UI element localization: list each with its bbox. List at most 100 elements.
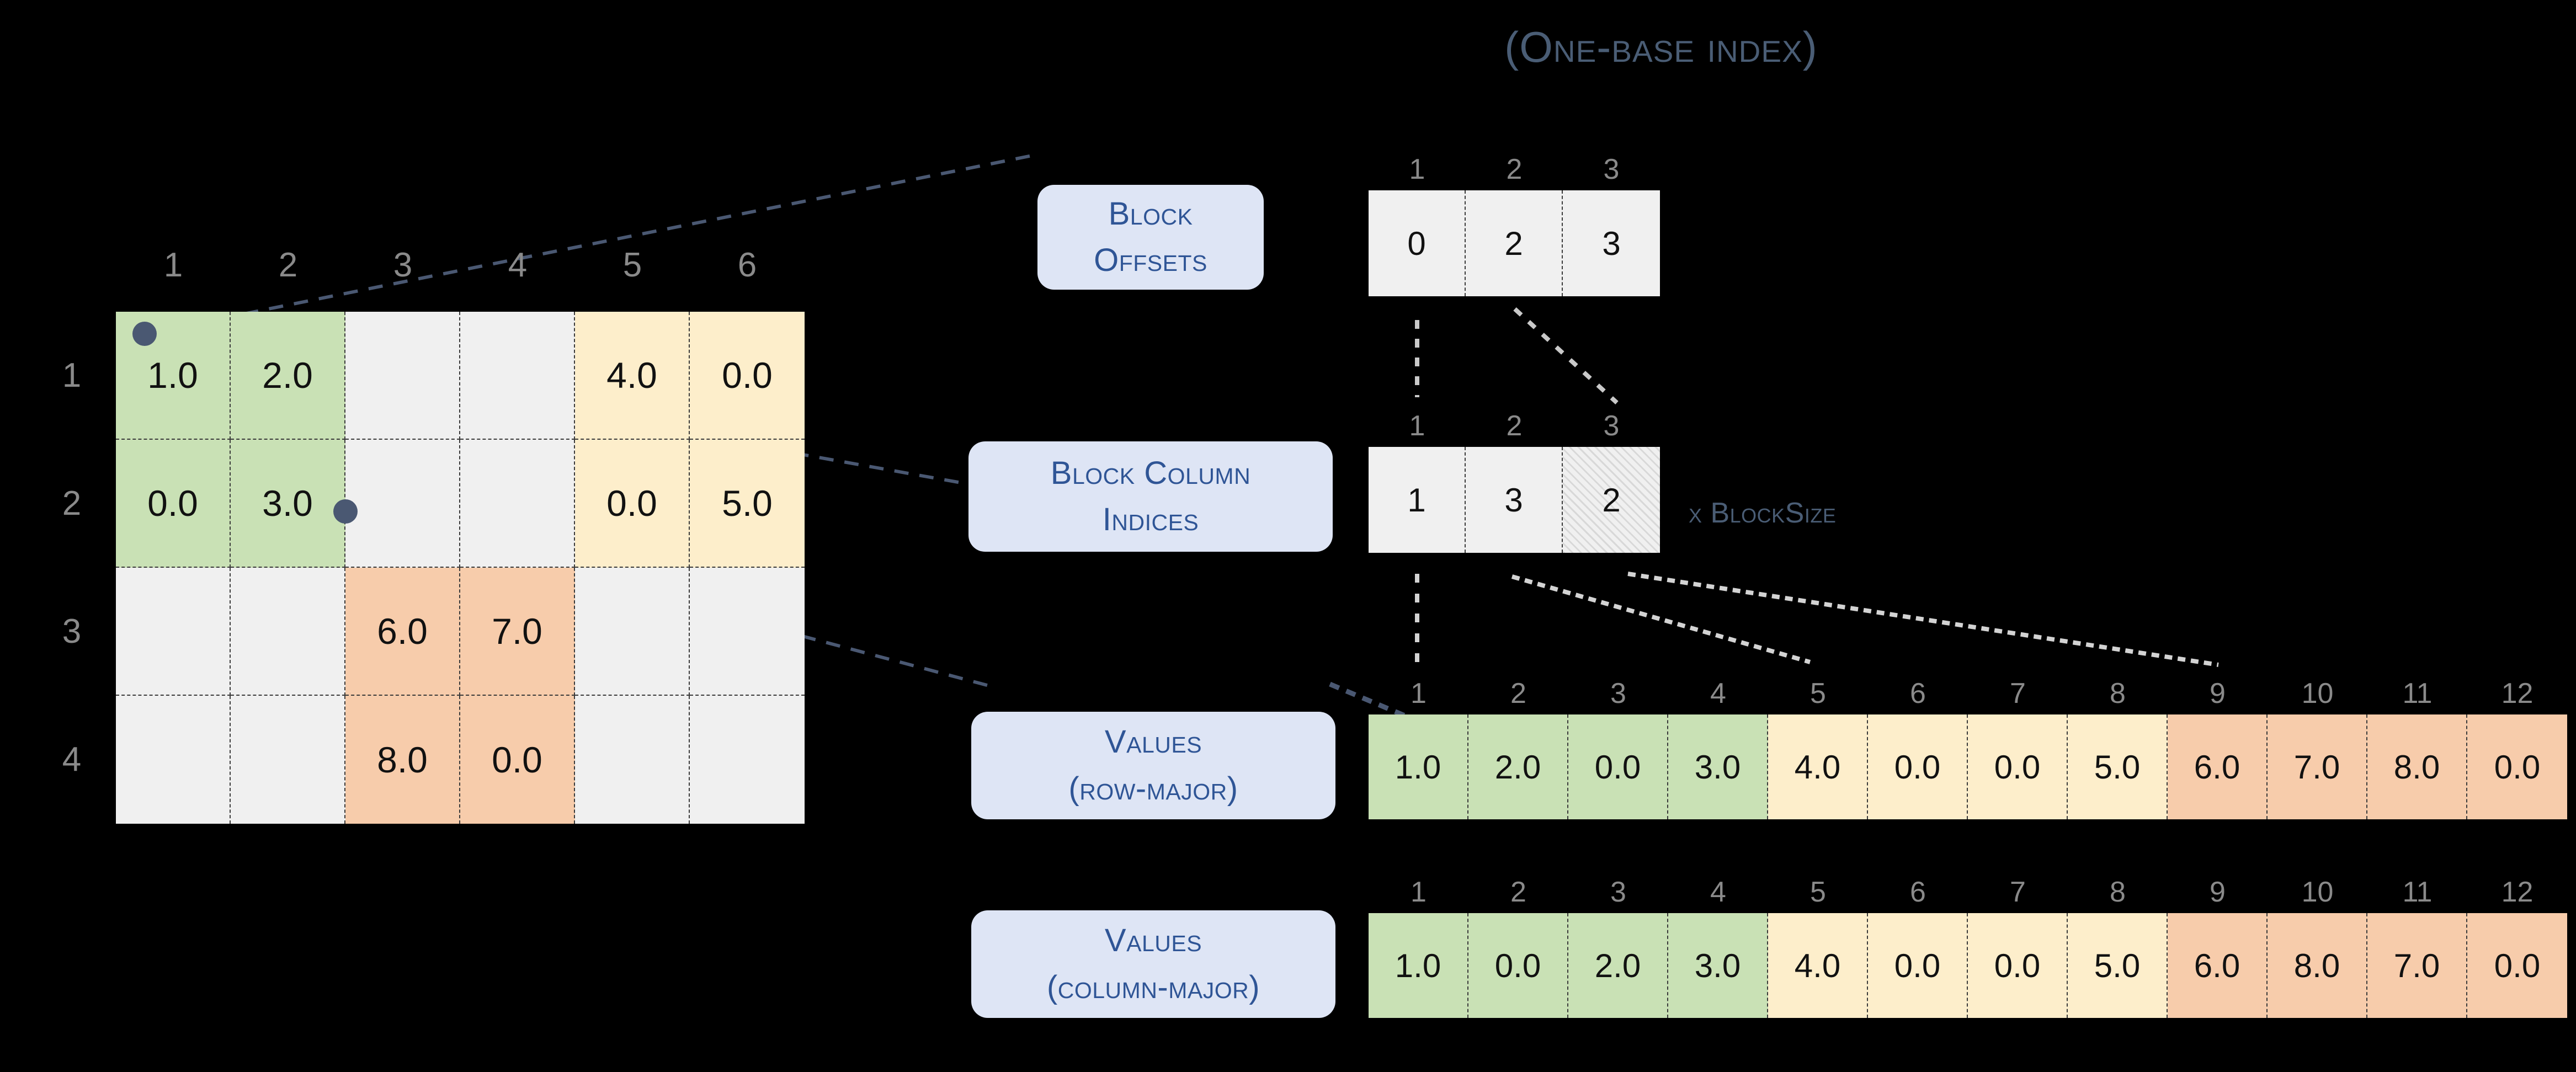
matrix-cell-r3-c1 <box>116 568 231 696</box>
matrix-cell-r3-c4: 7.0 <box>460 568 575 696</box>
values-column-major-cell-8: 5.0 <box>2068 913 2168 1018</box>
block-column-indices-header: 1 <box>1409 410 1425 442</box>
values-row-major-cell-1: 1.0 <box>1369 714 1468 819</box>
values-column-major-cell-6: 0.0 <box>1868 913 1968 1018</box>
matrix-cell-r1-c5: 4.0 <box>575 312 690 440</box>
marker-dot-block1 <box>132 322 157 346</box>
values-row-major-header: 6 <box>1910 678 1926 710</box>
values-column-major-cell-1: 1.0 <box>1369 913 1468 1018</box>
block-column-indices-cell-1: 1 <box>1369 447 1466 553</box>
values-column-major-header: 2 <box>1510 876 1526 908</box>
values-row-major-cell-6: 0.0 <box>1868 714 1968 819</box>
matrix-cell-r1-c2: 2.0 <box>231 312 345 440</box>
matrix-col-header: 4 <box>508 246 528 284</box>
values-column-major-header: 10 <box>2301 876 2334 908</box>
block-column-indices-label: Block Column Indices <box>968 441 1333 552</box>
matrix-cell-r2-c6: 5.0 <box>690 440 805 568</box>
values-row-major-header: 7 <box>2010 678 2026 710</box>
values-row-major-cell-9: 6.0 <box>2168 714 2268 819</box>
values-row-major-header: 3 <box>1610 678 1626 710</box>
values-row-major-label: Values (row-major) <box>971 712 1335 819</box>
values-row-major-header: 4 <box>1710 678 1726 710</box>
matrix-cell-r1-c3 <box>345 312 460 440</box>
values-row-major-header: 8 <box>2110 678 2126 710</box>
matrix-cell-r4-c4: 0.0 <box>460 696 575 824</box>
values-row-major-cell-8: 5.0 <box>2068 714 2168 819</box>
values-column-major-cell-5: 4.0 <box>1768 913 1868 1018</box>
marker-dot-block2 <box>333 499 358 524</box>
matrix-row-header: 1 <box>62 356 82 394</box>
block-offsets-cell-1: 0 <box>1369 190 1466 296</box>
values-column-major-cell-10: 8.0 <box>2268 913 2367 1018</box>
matrix-col-header: 3 <box>393 246 413 284</box>
block-offsets-cell-3: 3 <box>1563 190 1660 296</box>
values-row-major-cell-3: 0.0 <box>1568 714 1668 819</box>
values-column-major-header: 3 <box>1610 876 1626 908</box>
values-column-major-header: 8 <box>2110 876 2126 908</box>
matrix-cell-r3-c6 <box>690 568 805 696</box>
matrix-row-header: 4 <box>62 740 82 778</box>
values-row-major-cell-10: 7.0 <box>2268 714 2367 819</box>
values-row-major-header: 11 <box>2402 678 2433 710</box>
values-row-major-cell-7: 0.0 <box>1968 714 2068 819</box>
block-offsets-label-line1: Block <box>1108 195 1193 232</box>
matrix-cell-r1-c4 <box>460 312 575 440</box>
matrix-col-header: 1 <box>163 246 183 284</box>
values-column-major-header: 6 <box>1910 876 1926 908</box>
values-row-major-label-line2: (row-major) <box>1068 770 1238 807</box>
values-column-major-cell-9: 6.0 <box>2168 913 2268 1018</box>
matrix-cell-r4-c3: 8.0 <box>345 696 460 824</box>
values-row-major-header: 9 <box>2210 678 2226 710</box>
values-column-major-header: 9 <box>2210 876 2226 908</box>
values-column-major-header: 1 <box>1411 876 1427 908</box>
block-offsets-cell-2: 2 <box>1466 190 1563 296</box>
values-row-major-header: 5 <box>1810 678 1826 710</box>
matrix-cell-r2-c1: 0.0 <box>116 440 231 568</box>
values-row-major-header: 1 <box>1411 678 1427 710</box>
block-column-indices-cell-3: 2 <box>1563 447 1660 553</box>
matrix-cell-r2-c5: 0.0 <box>575 440 690 568</box>
values-row-major-cell-2: 2.0 <box>1468 714 1568 819</box>
values-column-major-header: 5 <box>1810 876 1826 908</box>
matrix-row-header: 2 <box>62 484 82 522</box>
matrix-col-header: 2 <box>278 246 298 284</box>
matrix-row-header: 3 <box>62 612 82 650</box>
matrix-cell-r3-c2 <box>231 568 345 696</box>
block-offsets-label-line2: Offsets <box>1094 242 1207 278</box>
values-column-major-header: 12 <box>2501 876 2534 908</box>
matrix-cell-r4-c2 <box>231 696 345 824</box>
values-column-major-cell-12: 0.0 <box>2467 913 2567 1018</box>
values-row-major-header: 12 <box>2501 678 2534 710</box>
matrix-cell-r3-c3: 6.0 <box>345 568 460 696</box>
values-column-major-cell-2: 0.0 <box>1468 913 1568 1018</box>
block-offsets-header: 2 <box>1506 153 1523 185</box>
block-column-indices-label-line2: Indices <box>1102 502 1199 537</box>
matrix-cell-r4-c6 <box>690 696 805 824</box>
block-offsets-header: 3 <box>1603 153 1620 185</box>
matrix-cell-r2-c2: 3.0 <box>231 440 345 568</box>
values-column-major-cell-7: 0.0 <box>1968 913 2068 1018</box>
values-row-major-cell-12: 0.0 <box>2467 714 2567 819</box>
matrix-cell-r4-c5 <box>575 696 690 824</box>
block-column-indices-header: 2 <box>1506 410 1523 442</box>
matrix-cell-r3-c5 <box>575 568 690 696</box>
values-column-major-cell-11: 7.0 <box>2367 913 2467 1018</box>
block-column-indices-label-line1: Block Column <box>1050 455 1251 491</box>
matrix-cell-r2-c3 <box>345 440 460 568</box>
values-row-major-header: 10 <box>2301 678 2334 710</box>
matrix-cell-r2-c4 <box>460 440 575 568</box>
values-column-major-label-line2: (column-major) <box>1046 969 1260 1005</box>
matrix-cell-r1-c6: 0.0 <box>690 312 805 440</box>
values-row-major-cell-5: 4.0 <box>1768 714 1868 819</box>
